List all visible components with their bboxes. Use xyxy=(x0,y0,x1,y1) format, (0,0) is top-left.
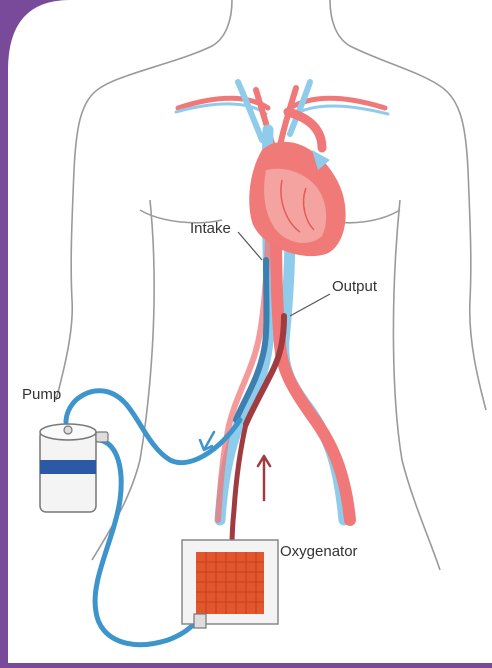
pump-label: Pump xyxy=(22,386,61,403)
output-label: Output xyxy=(332,278,377,295)
intake-label: Intake xyxy=(190,220,231,237)
oxygenator-device xyxy=(182,540,278,628)
oxygenator-label: Oxygenator xyxy=(280,543,358,560)
